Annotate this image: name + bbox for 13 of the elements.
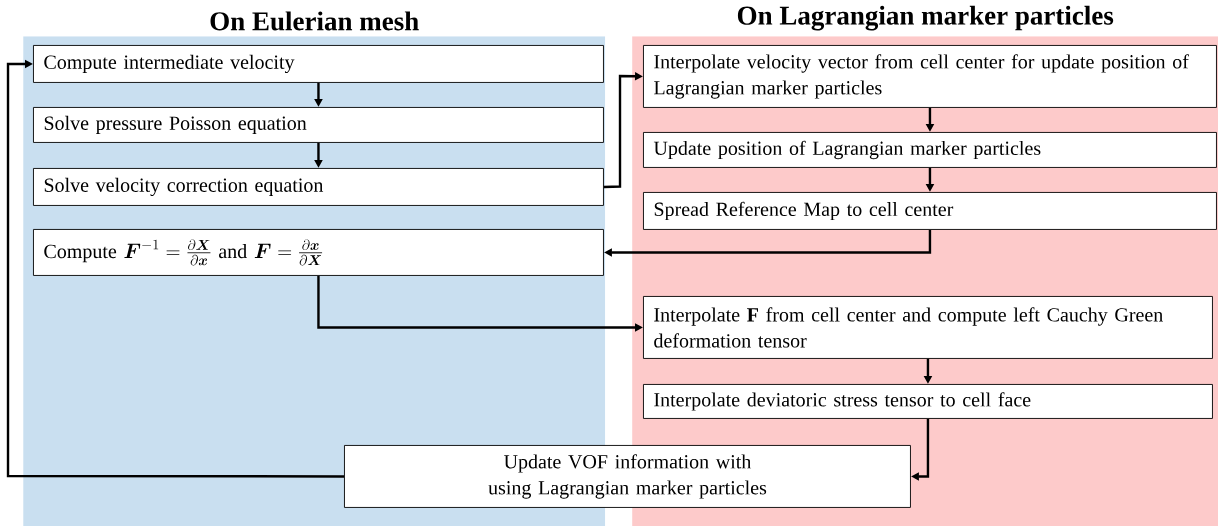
process-box: Spread Reference Map to cell center: [643, 192, 1217, 230]
node-label: On Eulerian mesh: [210, 11, 419, 31]
node-label: On Lagrangian marker particles: [737, 5, 1114, 31]
process-box: Update VOF information with using Lagrangian marker particles: [344, 445, 911, 508]
process-box: Update position of Lagrangian marker particles: [643, 132, 1217, 168]
process-box: Interpolate velocity vector from cell center for update position of Lagrangian marker particles: [643, 45, 1217, 108]
process-box: Solve pressure Poisson equation: [33, 107, 604, 143]
process-box: Compute intermediate velocity: [33, 45, 604, 83]
process-box: Compute $\boldsymbol{F}^{-1}=\frac{\partial\boldsymbol{X}}{\partial\boldsymbol{x}}$ and $\boldsymbol{F}=\frac{\partial\boldsymbol{x}}{\partial\boldsymbol{X}}$: [33, 229, 604, 276]
process-box: Interpolate F from cell center and compute left Cauchy Green deformation tensor: [643, 296, 1213, 359]
arrow: [6, 59, 344, 478]
process-box: Solve velocity correction equation: [33, 168, 604, 206]
process-box: Interpolate deviatoric stress tensor to cell face: [643, 384, 1213, 419]
